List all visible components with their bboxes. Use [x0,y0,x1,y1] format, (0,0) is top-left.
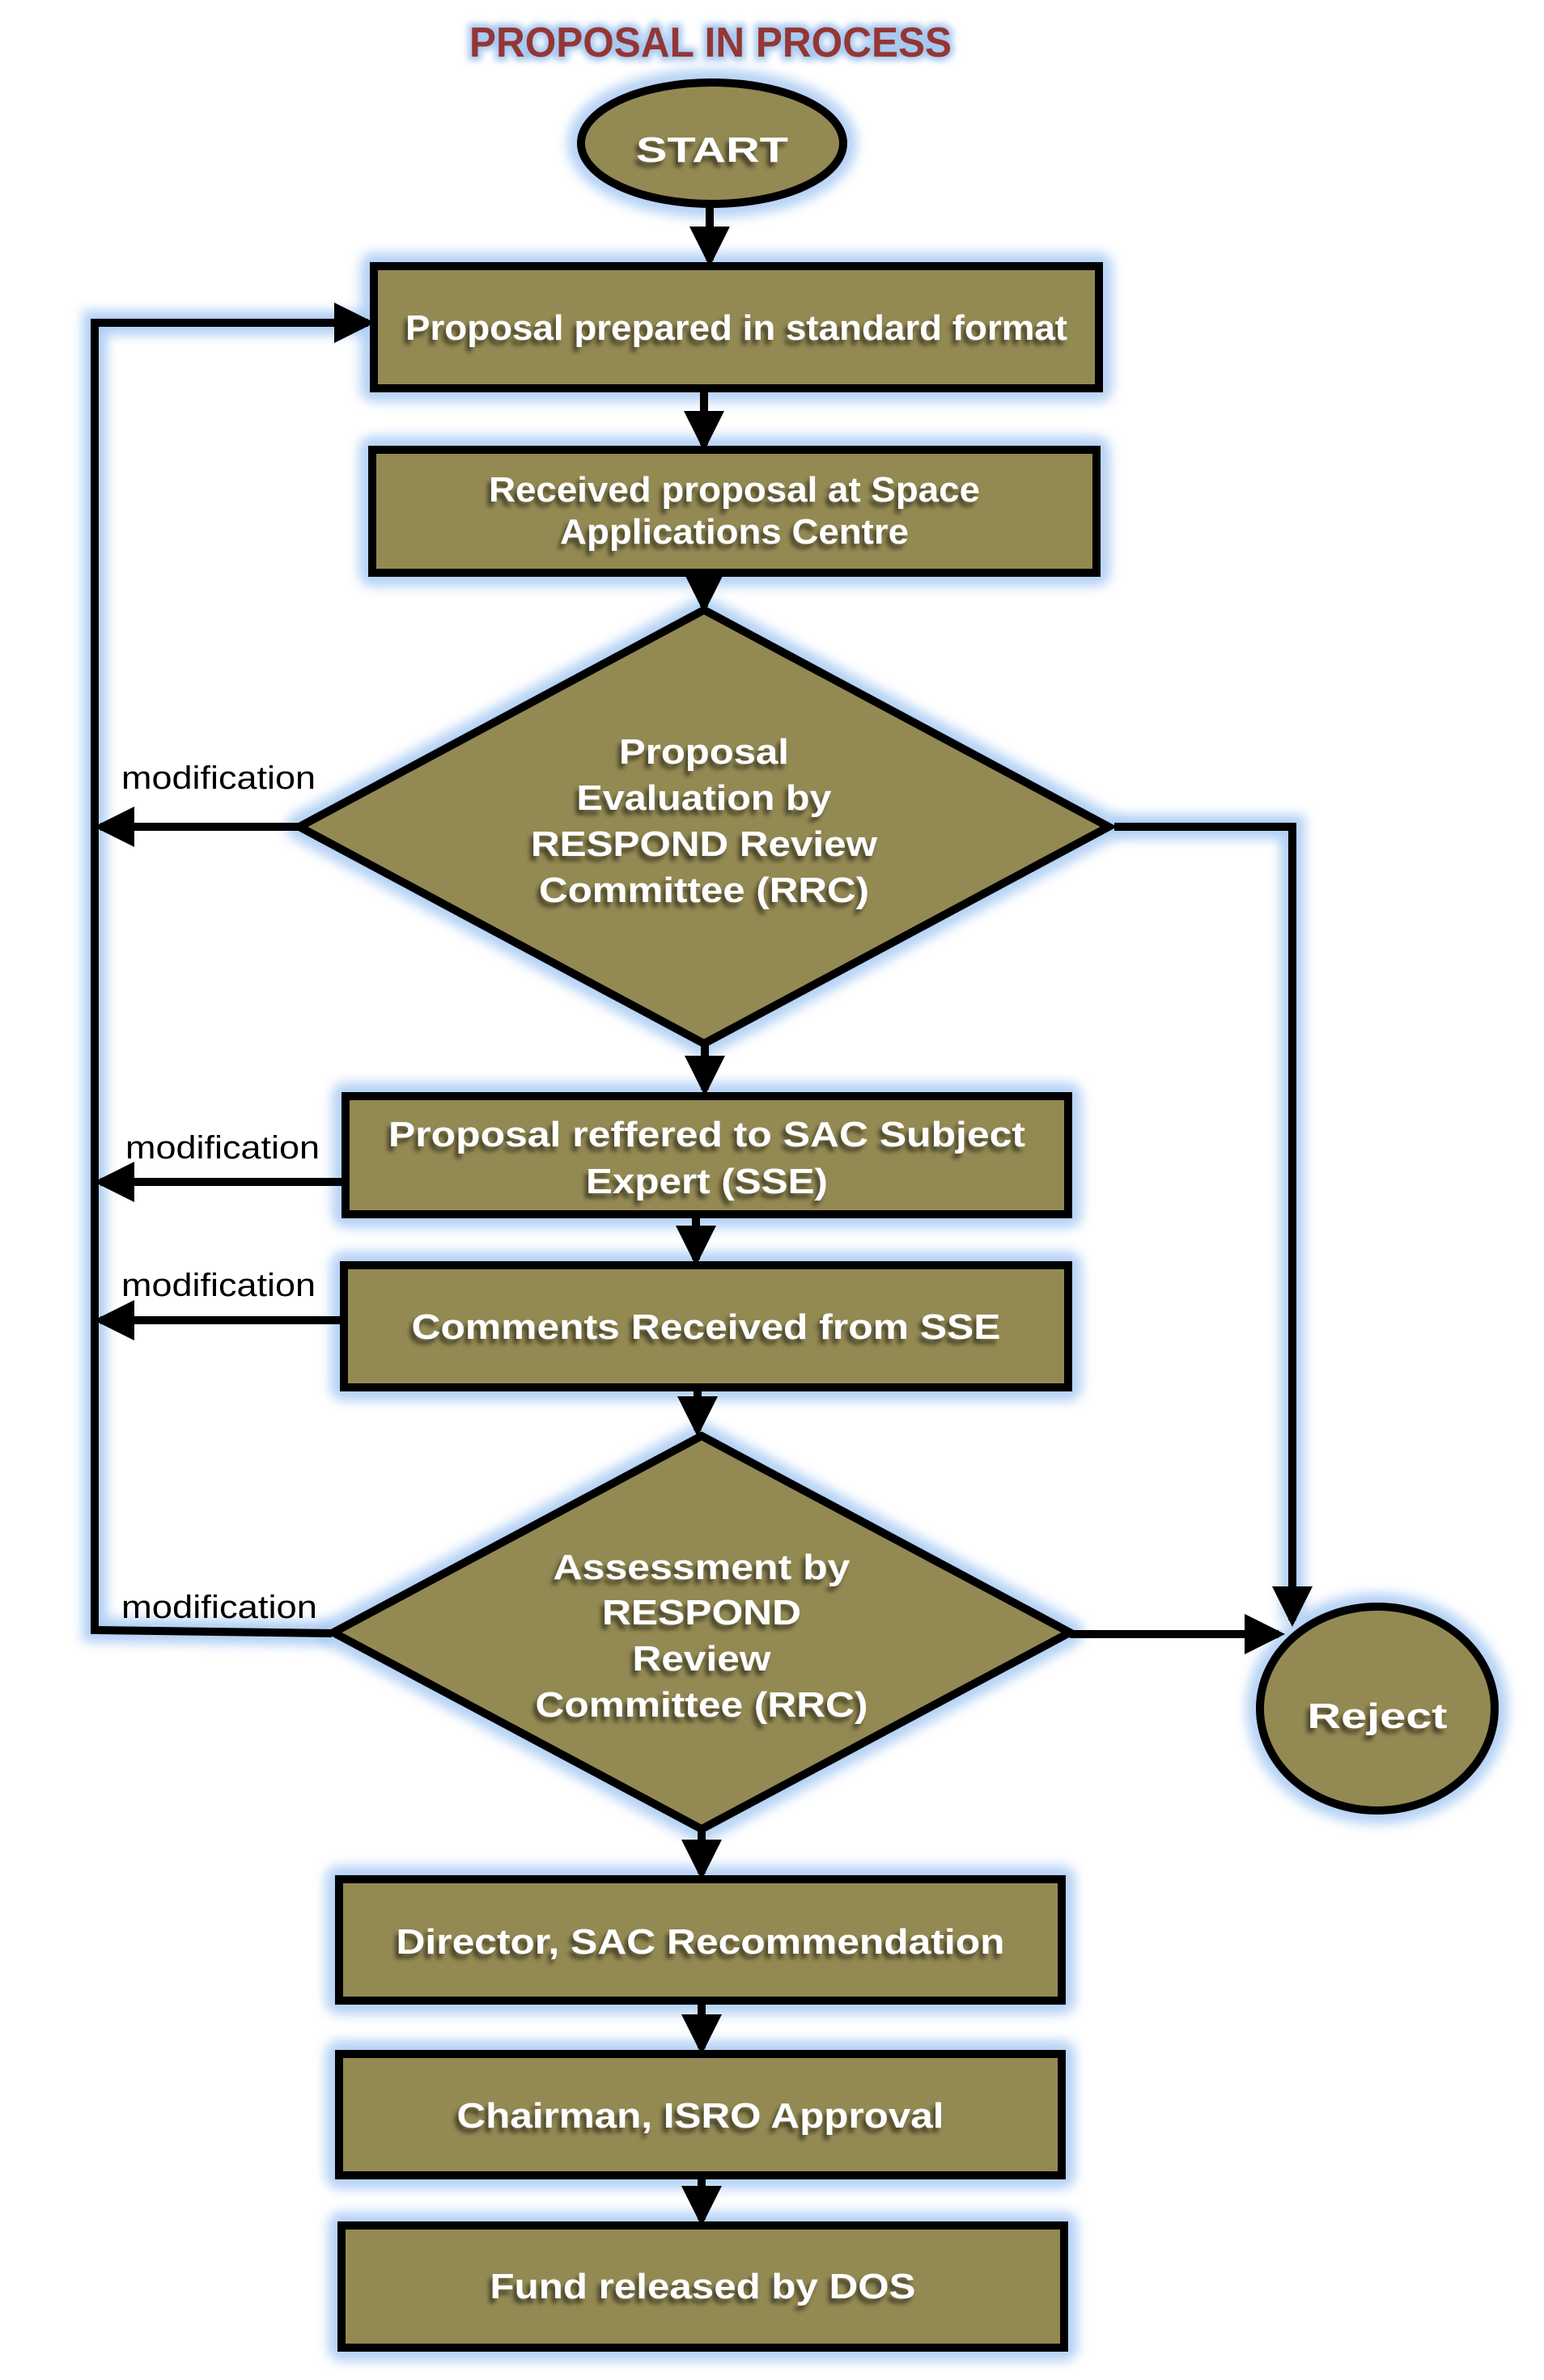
node-comments-shape [340,1261,1072,1391]
node-chairman-label-line-1: Chairman, ISRO Approval [457,2096,944,2136]
node-referred-label-line-2: Expert (SSE) [586,1162,828,1201]
node-received-label-line-1: Received proposal at Space [489,470,980,510]
node-director-label-line-1: Director, SAC Recommendation [397,1922,1005,1962]
node-evaluation-shape [291,605,1118,1048]
node-director-shape [335,1875,1066,2005]
modification-label-comments: modification [121,1268,316,1303]
modification-label-referred: modification [125,1130,320,1166]
node-chairman: Chairman, ISRO Approval [335,2050,1066,2179]
node-start: START [577,78,847,208]
node-reject: Reject [1256,1603,1499,1815]
node-assessment-label-line-1: Assessment by [554,1548,851,1587]
node-comments-label-line-1: Comments Received from SSE [412,1307,1001,1347]
node-director: Director, SAC Recommendation [335,1875,1066,2005]
chart-title: PROPOSAL IN PROCESS PROPOSAL IN PROCESS [465,15,956,70]
node-fund-label-line-1: Fund released by DOS [490,2267,916,2306]
modification-label-evaluation: modification [121,760,316,796]
modification-label-assessment: modification [121,1590,317,1625]
node-assessment-shape [324,1431,1079,1834]
node-start-shape [577,78,847,208]
node-prepare: Proposal prepared in standard format [370,262,1103,392]
node-fund: Fund released by DOS [337,2221,1068,2352]
node-start-label-line-1: START [636,130,788,170]
node-assessment-label-line-2: RESPOND [602,1593,801,1633]
node-reject-shape [1256,1603,1499,1815]
node-prepare-shape [370,262,1103,392]
title-text: PROPOSAL IN PROCESS [469,19,952,66]
node-evaluation-label-line-2: Evaluation by [577,778,833,818]
node-layer: START Proposal prepared in standard forma… [291,78,1499,2352]
node-assessment-label-line-3: Review [633,1639,772,1679]
node-chairman-shape [335,2050,1066,2179]
edge-evaluation-to-reject [1114,823,1313,1628]
edge-evaluation-to-reject-glow [1114,815,1304,1620]
node-prepare-label-line-1: Proposal prepared in standard format [405,308,1067,348]
node-reject-label-line-1: Reject [1308,1696,1448,1736]
node-assessment-label-line-4: Committee (RRC) [536,1685,868,1725]
title-glow: PROPOSAL IN PROCESS [469,19,952,66]
node-comments: Comments Received from SSE [340,1261,1072,1391]
edge-assessment-modification-loop [91,303,375,1637]
connector-layer [91,205,1313,2227]
node-referred-shape [341,1092,1072,1218]
node-referred-label-line-1: Proposal reffered to SAC Subject [388,1115,1025,1154]
edge-assessment-modification-loop-glow [83,311,368,1645]
node-fund-shape [337,2221,1068,2352]
node-evaluation-label-line-4: Committee (RRC) [539,870,869,910]
node-evaluation-label-line-3: RESPOND Review [531,824,878,864]
node-received-label-line-2: Applications Centre [560,512,909,552]
node-evaluation-label-line-1: Proposal [619,732,789,772]
node-received-shape [368,446,1101,577]
modification-labels: modification modification modification m… [121,760,320,1625]
